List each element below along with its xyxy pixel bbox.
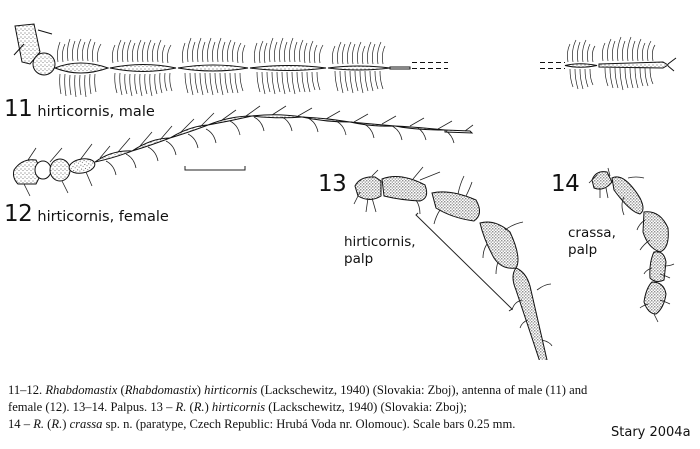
image-credit: Stary 2004a [611, 425, 691, 440]
fig11-label: 11 hirticornis, male [4, 96, 155, 122]
fig14-name-line2: palp [568, 242, 598, 258]
antenna-palp-illustrations [13, 23, 677, 399]
fig11-name: hirticornis, male [37, 104, 155, 120]
fig11-number: 11 [4, 96, 33, 122]
caption-text: 14 – [8, 417, 34, 431]
fig12-female-antenna [13, 105, 474, 197]
caption-text: (Lackschewitz, 1940) (Slovakia: Zboj), a… [257, 383, 588, 397]
figure-caption: 11–12. Rhabdomastix (Rhabdomastix) hirti… [8, 382, 608, 433]
fig12-label: 12 hirticornis, female [4, 201, 169, 227]
caption-text: sp. n. (paratype, Czech Republic: Hrubá … [102, 417, 516, 431]
caption-text: (Lackschewitz, 1940) (Slovakia: Zboj); [265, 400, 467, 414]
subgenus-name: R. [193, 400, 205, 414]
caption-text: ) [196, 383, 205, 397]
fig14-name-line1: crassa, [568, 225, 616, 241]
caption-line-3: 14 – R. (R.) crassa sp. n. (paratype, Cz… [8, 416, 608, 433]
fig14-crassa-palp [588, 167, 675, 323]
caption-text: female (12). 13–14. Palpus. 13 – [8, 400, 176, 414]
caption-line-2: female (12). 13–14. Palpus. 13 – R. (R.)… [8, 399, 608, 416]
species-name: hirticornis [204, 383, 258, 397]
scale-bar-fig12 [184, 166, 246, 171]
genus-name: Rhabdomastix [45, 383, 118, 397]
species-name: crassa [69, 417, 103, 431]
fig13-name-line2: palp [344, 251, 374, 267]
caption-text: ) [204, 400, 212, 414]
caption-text: ) [62, 417, 70, 431]
caption-text: ( [117, 383, 125, 397]
caption-line-1: 11–12. Rhabdomastix (Rhabdomastix) hirti… [8, 382, 608, 399]
caption-text: ( [44, 417, 52, 431]
fig14-number: 14 [551, 171, 580, 197]
caption-text: 11–12. [8, 383, 46, 397]
figure-plate: 11 hirticornis, male 12 hirticornis, fem… [4, 23, 677, 399]
fig12-name: hirticornis, female [37, 209, 169, 225]
fig13-name: hirticornis, palp [344, 234, 416, 268]
species-name: hirticornis [211, 400, 266, 414]
fig14-name: crassa, palp [568, 225, 616, 259]
scale-bar-fig13 [415, 212, 513, 312]
genus-name: R. [175, 400, 187, 414]
fig11-male-antenna [13, 23, 677, 98]
fig12-number: 12 [4, 201, 33, 227]
subgenus-name: Rhabdomastix [124, 383, 197, 397]
fig13-name-line1: hirticornis, [344, 234, 416, 250]
fig13-number: 13 [318, 171, 347, 197]
caption-text: ( [186, 400, 194, 414]
subgenus-name: R. [51, 417, 63, 431]
genus-name: R. [33, 417, 45, 431]
